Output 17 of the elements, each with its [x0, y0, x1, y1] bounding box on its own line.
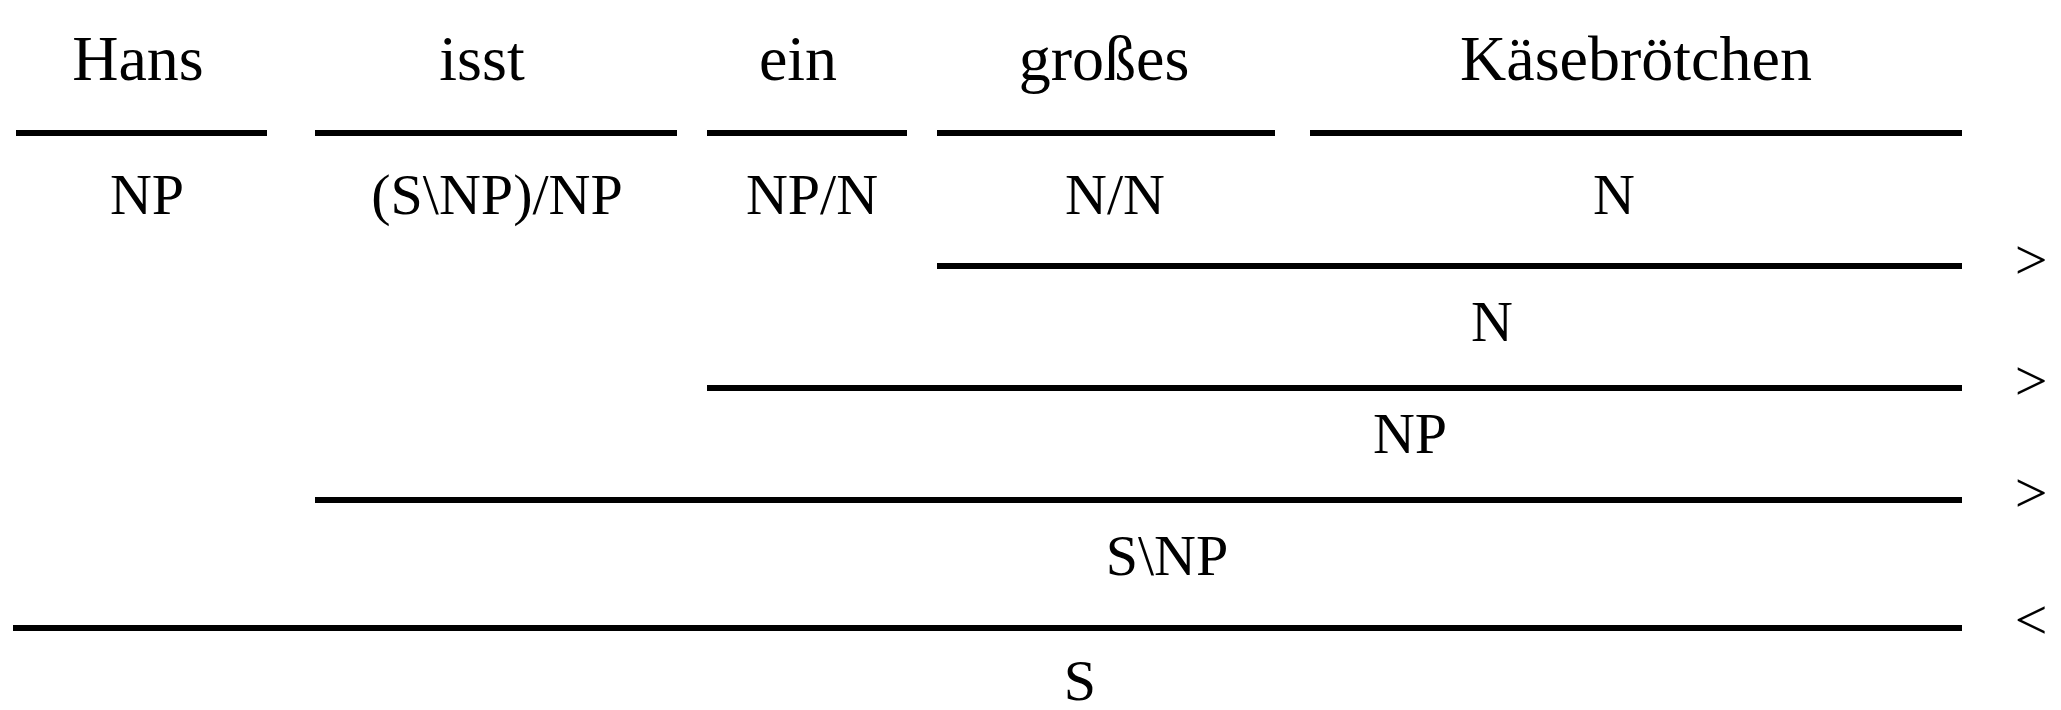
word: Hans — [72, 27, 204, 91]
rule-symbol: < — [2014, 591, 2048, 649]
category-label: (S\NP)/NP — [371, 166, 623, 224]
rule-symbol: > — [2014, 464, 2048, 522]
rule-symbol: > — [2014, 231, 2048, 289]
word: isst — [439, 27, 525, 91]
category-label: N — [1593, 166, 1635, 224]
category-label: NP — [1372, 405, 1448, 463]
category-label: N/N — [1065, 166, 1165, 224]
category-label: S\NP — [1105, 527, 1229, 585]
category-label: N — [1471, 293, 1513, 351]
category-label: S — [1063, 652, 1097, 710]
category-label: NP — [109, 166, 185, 224]
word: ein — [758, 27, 838, 91]
category-label: NP/N — [745, 166, 879, 224]
rule-symbol: > — [2014, 352, 2048, 410]
word: Käsebrötchen — [1460, 27, 1812, 91]
